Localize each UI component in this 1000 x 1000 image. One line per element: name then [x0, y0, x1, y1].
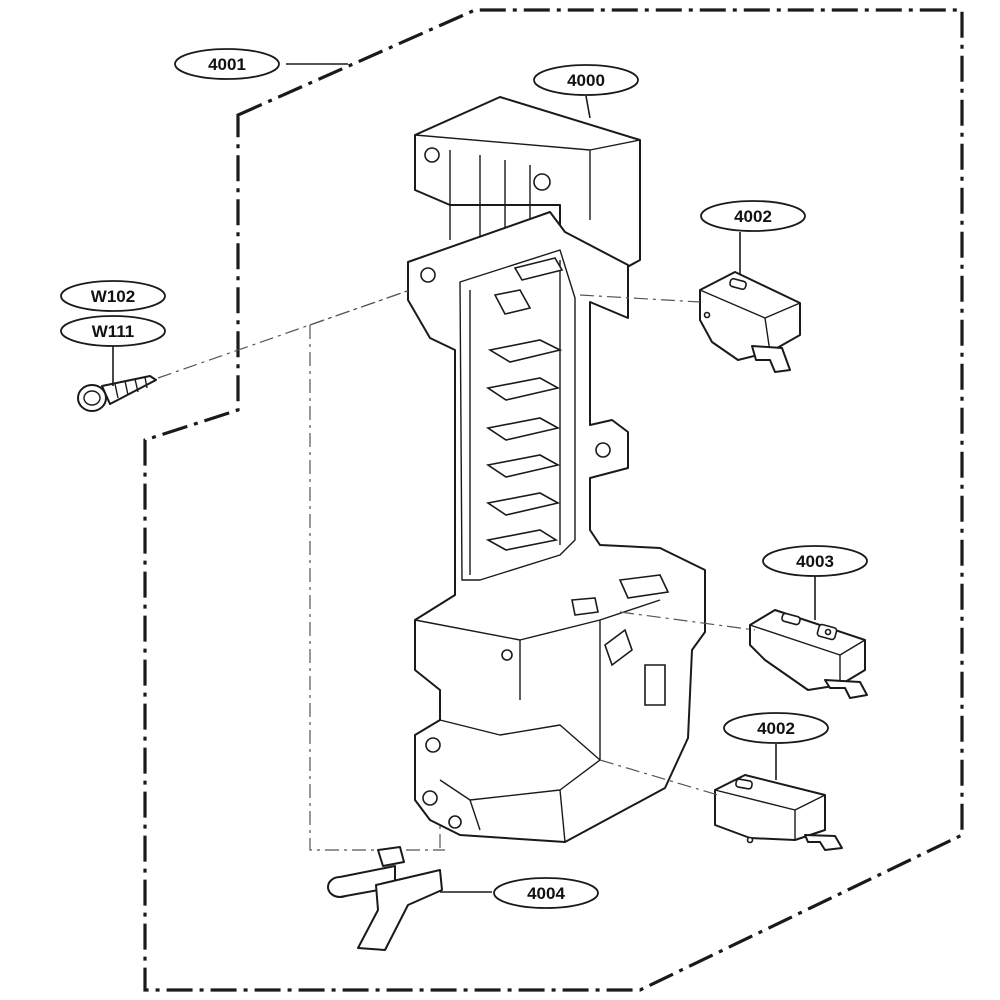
callout-4004-label: 4004 — [527, 884, 565, 903]
micro-switch-4003 — [749, 609, 868, 699]
micro-switch-4002-upper — [699, 271, 801, 373]
callout-w111-label: W111 — [92, 322, 135, 341]
switch-4002-lower-projection-line — [599, 759, 719, 796]
callout-4004-bubble — [493, 877, 599, 909]
callout-4002-upper-bubble — [700, 200, 806, 232]
callout-4001-bubble — [174, 48, 280, 80]
screw-projection-line — [157, 289, 411, 379]
callout-4002-upper-label: 4002 — [734, 207, 772, 226]
callout-w102-bubble — [60, 280, 166, 312]
callout-4001-label: 4001 — [208, 55, 246, 74]
callout-4003-label: 4003 — [796, 552, 834, 571]
switch-4002-upper-projection-line — [579, 294, 701, 303]
screw-w102-w111 — [77, 375, 157, 412]
door-latch-board-4000 — [407, 96, 706, 843]
callout-4003-bubble — [762, 545, 868, 577]
switch-4003-projection-line — [619, 611, 756, 631]
assembly-boundary-outline — [143, 8, 964, 992]
callout-w111-bubble — [60, 315, 166, 347]
callout-4000-bubble — [533, 64, 639, 96]
micro-switch-4002-lower — [714, 774, 843, 851]
callout-4000-label: 4000 — [567, 71, 605, 90]
leader-4000 — [585, 95, 591, 119]
callout-4002-lower-label: 4002 — [757, 719, 795, 738]
callout-4002-lower-bubble — [723, 712, 829, 744]
latch-lever-4004 — [327, 846, 443, 951]
callout-w102-label: W102 — [91, 287, 135, 306]
